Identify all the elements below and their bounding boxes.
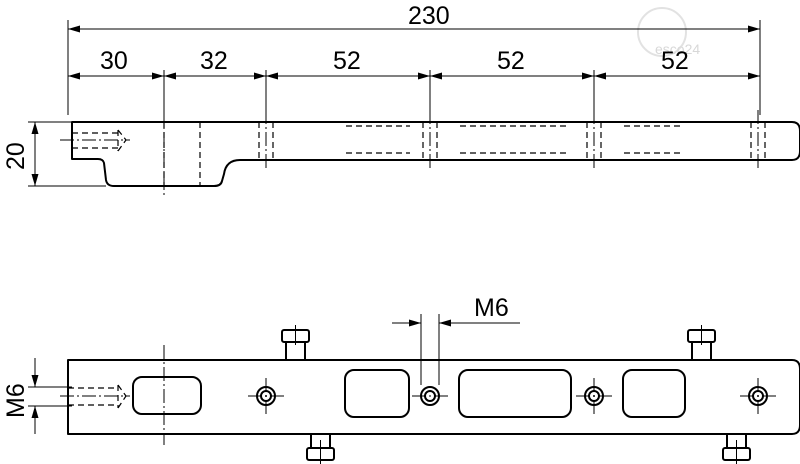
bolt-top-left — [281, 325, 310, 361]
dim-segment-2: 32 — [200, 47, 228, 75]
oval-slot — [132, 376, 202, 415]
side-view-outline — [71, 121, 800, 187]
bolt-bottom-left — [306, 433, 335, 464]
hidden-slots — [346, 125, 684, 154]
cutout-2 — [458, 369, 572, 418]
dim-height: 20 — [2, 142, 30, 170]
dimension-lines: 230 30 32 52 52 52 20 — [2, 2, 761, 187]
dim-thread-side-label: M6 — [2, 383, 30, 418]
dim-thread-side: M6 — [2, 358, 72, 434]
top-view-outline — [67, 359, 800, 435]
hidden-holes — [258, 122, 766, 160]
watermark-text: esco24 — [655, 41, 700, 57]
dim-segment-5: 52 — [661, 47, 689, 75]
cutout-1 — [344, 369, 410, 418]
dim-overall-length: 230 — [408, 2, 450, 30]
dim-thread-top-label: M6 — [474, 294, 509, 322]
bolt-top-right — [687, 325, 716, 361]
side-view — [60, 110, 800, 195]
dim-segment-4: 52 — [497, 47, 525, 75]
bolt-holes — [256, 386, 768, 406]
dim-segment-1: 30 — [100, 47, 128, 75]
watermark: esco24 — [637, 7, 700, 57]
dim-thread-top: M6 — [392, 294, 520, 385]
cutout-3 — [622, 369, 686, 418]
dim-segment-3: 52 — [333, 47, 361, 75]
bolt-bottom-right — [722, 433, 751, 464]
top-view: M6 M6 — [2, 294, 800, 464]
esco-logo-icon — [637, 7, 687, 57]
